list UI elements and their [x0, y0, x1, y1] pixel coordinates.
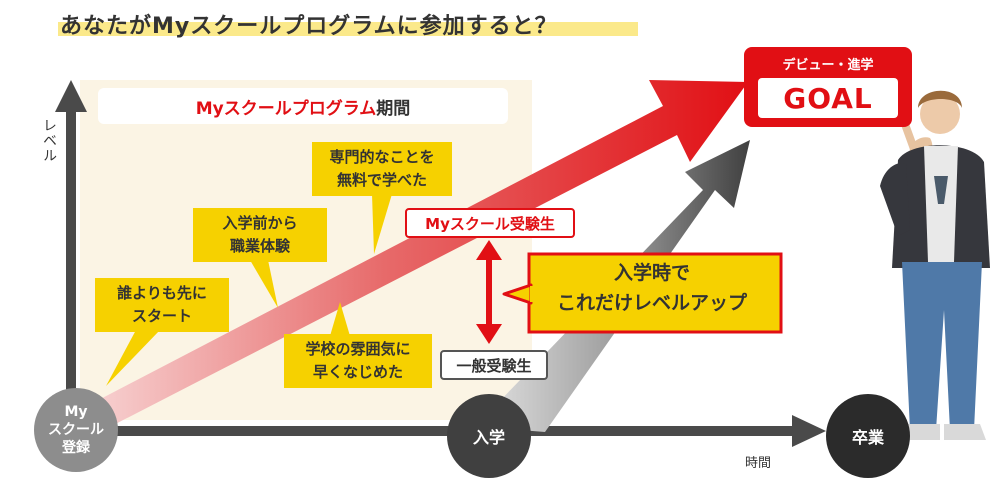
myschool-path-arrow: [87, 80, 748, 433]
x-axis-arrowhead: [792, 415, 826, 447]
milestone-start-line1: My: [64, 404, 88, 420]
page-title: あなたがMyスクールプログラムに参加すると？: [60, 14, 558, 39]
callout-line1: 入学時で: [613, 262, 690, 284]
benefit-1-line1: 誰よりも先に: [117, 284, 207, 302]
benefit-2-line2: 職業体験: [229, 237, 290, 255]
level-up-callout-text: 入学時で これだけレベルアップ: [532, 258, 772, 318]
benefit-2-text: 入学前から 職業体験: [193, 212, 327, 258]
benefit-1-line2: スタート: [131, 307, 192, 325]
milestone-enroll: 入学: [447, 394, 531, 478]
milestone-graduate: 卒業: [826, 394, 910, 478]
milestone-start-line2: スクール: [48, 422, 104, 438]
y-axis-label: レベル: [41, 118, 57, 163]
milestone-start-line3: 登録: [62, 440, 90, 456]
myschool-examinee-label: Myスクール受験生: [405, 208, 575, 238]
y-axis-arrowhead: [55, 80, 87, 112]
benefit-box-3: [312, 142, 452, 254]
level-diff-arrow-down: [476, 324, 502, 344]
benefit-3-line2: 無料で学べた: [336, 171, 427, 189]
benefit-box-4: [284, 302, 432, 388]
y-axis-line: [66, 108, 76, 428]
program-name: Myスクールプログラム: [195, 98, 377, 119]
general-examinee-label: 一般受験生: [440, 350, 548, 380]
x-axis-label: 時間: [745, 456, 772, 471]
level-diff-arrow-up: [476, 240, 502, 260]
benefit-3-text: 専門的なことを 無料で学べた: [312, 146, 452, 192]
program-period-suffix: 期間: [376, 98, 411, 119]
x-axis-line: [76, 426, 796, 436]
goal-subtitle: デビュー・進学: [782, 58, 874, 73]
benefit-2-line1: 入学前から: [222, 214, 298, 232]
benefit-4-text: 学校の雰囲気に 早くなじめた: [284, 338, 432, 384]
benefit-box-2: [193, 208, 327, 308]
callout-line2: これだけレベルアップ: [556, 292, 747, 314]
callout-box: [502, 252, 783, 334]
person-figure: [880, 90, 990, 440]
benefit-4-line1: 学校の雰囲気に: [305, 340, 411, 358]
benefit-box-1: [95, 278, 229, 386]
benefit-1-text: 誰よりも先に スタート: [95, 282, 229, 328]
goal-label: GOAL: [758, 78, 898, 118]
program-period-title: Myスクールプログラム期間: [98, 88, 508, 124]
benefit-4-line2: 早くなじめた: [312, 363, 403, 381]
benefit-3-line1: 専門的なことを: [329, 148, 435, 166]
milestone-start: My スクール 登録: [34, 388, 118, 472]
title-highlight: [58, 22, 638, 36]
